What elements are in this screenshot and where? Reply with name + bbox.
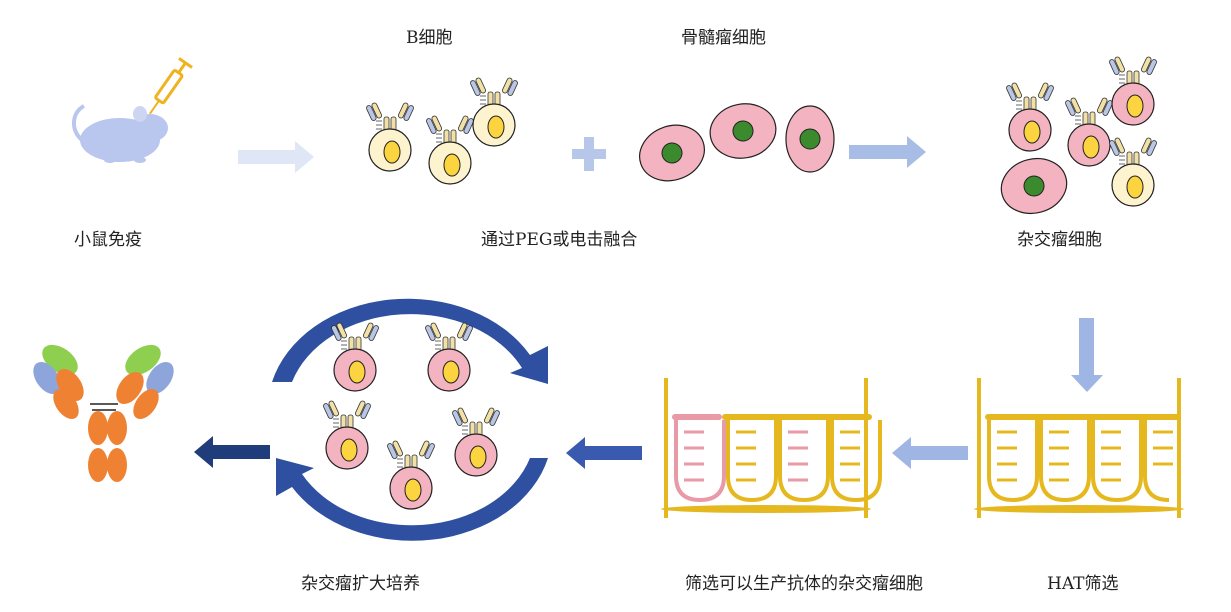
mouse-immunization-label: 小鼠免疫 <box>74 230 142 250</box>
hybridoma-label: 杂交瘤细胞 <box>1017 230 1102 250</box>
mouse-icon <box>72 104 168 163</box>
arrow-fusion <box>849 136 926 168</box>
arrow-down-to-hat <box>1071 318 1103 392</box>
b-cells <box>366 77 519 184</box>
arrow-to-screening <box>892 437 968 469</box>
myeloma-cells <box>631 98 835 191</box>
fusion-label: 通过PEG或电击融合 <box>481 230 638 250</box>
arrow-to-antibody <box>194 436 270 468</box>
arrow-to-expansion <box>566 437 642 469</box>
expansion-cycle <box>272 298 548 541</box>
syringe-icon <box>149 57 193 115</box>
screening-label: 筛选可以生产抗体的杂交瘤细胞 <box>685 574 923 594</box>
arrow-mouse-to-cells <box>238 141 314 173</box>
hat-tube-rack <box>974 378 1184 518</box>
hat-label: HAT筛选 <box>1047 574 1119 594</box>
plus-sign <box>572 137 606 171</box>
expansion-label: 杂交瘤扩大培养 <box>301 574 420 594</box>
myeloma-label: 骨髓瘤细胞 <box>681 28 766 48</box>
antibody-icon <box>33 344 174 482</box>
hybridoma-mix <box>994 56 1157 222</box>
b-cell-label: B细胞 <box>406 28 453 48</box>
screening-tube-rack <box>661 378 882 518</box>
